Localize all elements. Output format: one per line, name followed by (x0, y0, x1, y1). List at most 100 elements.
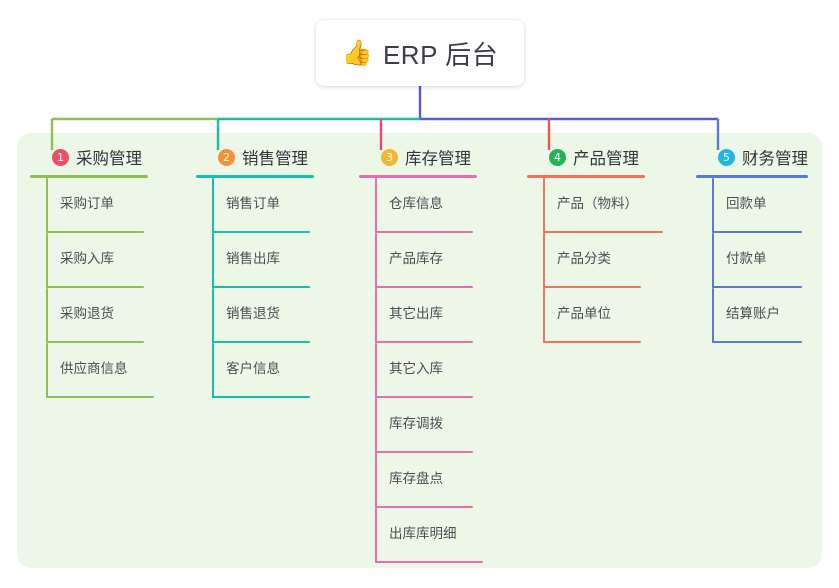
list-item[interactable]: 产品库存 (359, 233, 477, 288)
list-item[interactable]: 结算账户 (696, 288, 808, 343)
column-badge-2: 2 (218, 148, 235, 166)
column-rule-1 (30, 175, 148, 178)
leaf-underline (46, 396, 154, 398)
leaf-label: 其它入库 (389, 361, 443, 376)
list-item[interactable]: 出库库明细 (359, 508, 483, 563)
leaf-spine (212, 233, 214, 288)
leaf-spine (375, 453, 377, 508)
leaf-list-4: 产品（物料） 产品分类产品单位 (527, 178, 663, 343)
leaf-list-2: 销售订单销售出库销售退货客户信息 (196, 178, 314, 398)
leaf-spine (543, 288, 545, 343)
list-item[interactable]: 销售退货 (196, 288, 314, 343)
leaf-spine (46, 178, 48, 233)
leaf-underline (712, 286, 802, 288)
leaf-underline (712, 231, 802, 233)
leaf-underline (543, 286, 641, 288)
leaf-underline (375, 561, 483, 563)
leaf-label: 其它出库 (389, 306, 443, 321)
list-item[interactable]: 产品单位 (527, 288, 645, 343)
list-item[interactable]: 库存盘点 (359, 453, 477, 508)
column-header-1[interactable]: 1 采购管理 (30, 143, 148, 171)
leaf-spine (46, 343, 48, 398)
list-item[interactable]: 采购退货 (30, 288, 148, 343)
leaf-label: 产品分类 (557, 251, 611, 266)
leaf-spine (375, 343, 377, 398)
list-item[interactable]: 仓库信息 (359, 178, 477, 233)
column-badge-3: 3 (381, 148, 398, 166)
leaf-label: 付款单 (726, 251, 767, 266)
leaf-spine (375, 233, 377, 288)
column-rule-4 (527, 175, 645, 178)
column-badge-4: 4 (549, 148, 566, 166)
list-item[interactable]: 其它出库 (359, 288, 477, 343)
list-item[interactable]: 销售出库 (196, 233, 314, 288)
leaf-spine (543, 233, 545, 288)
column-title-5: 财务管理 (742, 150, 808, 168)
leaf-underline (212, 231, 310, 233)
leaf-label: 产品单位 (557, 306, 611, 321)
list-item[interactable]: 回款单 (696, 178, 808, 233)
leaf-underline (46, 341, 144, 343)
column-rule-3 (359, 175, 477, 178)
leaf-label: 采购入库 (60, 251, 114, 266)
leaf-underline (212, 286, 310, 288)
leaf-underline (46, 231, 144, 233)
column-title-1: 采购管理 (76, 150, 142, 168)
list-item[interactable]: 供应商信息 (30, 343, 154, 398)
leaf-underline (212, 396, 310, 398)
list-item[interactable]: 客户信息 (196, 343, 314, 398)
leaf-underline (375, 341, 473, 343)
column-badge-5: 5 (718, 148, 735, 166)
leaf-label: 销售出库 (226, 251, 280, 266)
column-badge-1: 1 (52, 148, 69, 166)
list-item[interactable]: 库存调拨 (359, 398, 477, 453)
leaf-label: 采购退货 (60, 306, 114, 321)
leaf-label: 结算账户 (726, 306, 780, 321)
leaf-list-3: 仓库信息产品库存其它出库其它入库库存调拨库存盘点出库库明细 (359, 178, 483, 563)
leaf-spine (375, 508, 377, 563)
column-title-4: 产品管理 (573, 150, 639, 168)
root-title-card[interactable]: 👍 ERP 后台 (316, 20, 524, 86)
leaf-underline (543, 231, 663, 233)
leaf-underline (375, 396, 473, 398)
leaf-list-5: 回款单付款单结算账户 (696, 178, 808, 343)
leaf-underline (375, 286, 473, 288)
leaf-spine (375, 288, 377, 343)
leaf-spine (712, 233, 714, 288)
leaf-spine (212, 178, 214, 233)
leaf-spine (543, 178, 545, 233)
thumbs-up-icon: 👍 (341, 38, 373, 67)
leaf-spine (212, 288, 214, 343)
list-item[interactable]: 付款单 (696, 233, 808, 288)
list-item[interactable]: 产品分类 (527, 233, 645, 288)
leaf-spine (375, 398, 377, 453)
leaf-label: 库存盘点 (389, 471, 443, 486)
leaf-list-1: 采购订单采购入库采购退货供应商信息 (30, 178, 154, 398)
list-item[interactable]: 销售订单 (196, 178, 314, 233)
leaf-underline (375, 506, 473, 508)
list-item[interactable]: 其它入库 (359, 343, 477, 398)
leaf-underline (375, 451, 473, 453)
list-item[interactable]: 产品（物料） (527, 178, 663, 233)
leaf-spine (375, 178, 377, 233)
leaf-label: 库存调拨 (389, 416, 443, 431)
leaf-label: 销售订单 (226, 196, 280, 211)
column-4: 4 产品管理产品（物料） 产品分类产品单位 (527, 143, 663, 343)
content-panel (17, 133, 822, 568)
leaf-label: 采购订单 (60, 196, 114, 211)
leaf-underline (712, 341, 802, 343)
column-rule-5 (696, 175, 808, 178)
list-item[interactable]: 采购订单 (30, 178, 148, 233)
leaf-label: 回款单 (726, 196, 767, 211)
leaf-spine (46, 233, 48, 288)
column-header-5[interactable]: 5 财务管理 (696, 143, 808, 171)
column-header-4[interactable]: 4 产品管理 (527, 143, 645, 171)
leaf-spine (46, 288, 48, 343)
list-item[interactable]: 采购入库 (30, 233, 148, 288)
leaf-label: 出库库明细 (389, 526, 457, 541)
